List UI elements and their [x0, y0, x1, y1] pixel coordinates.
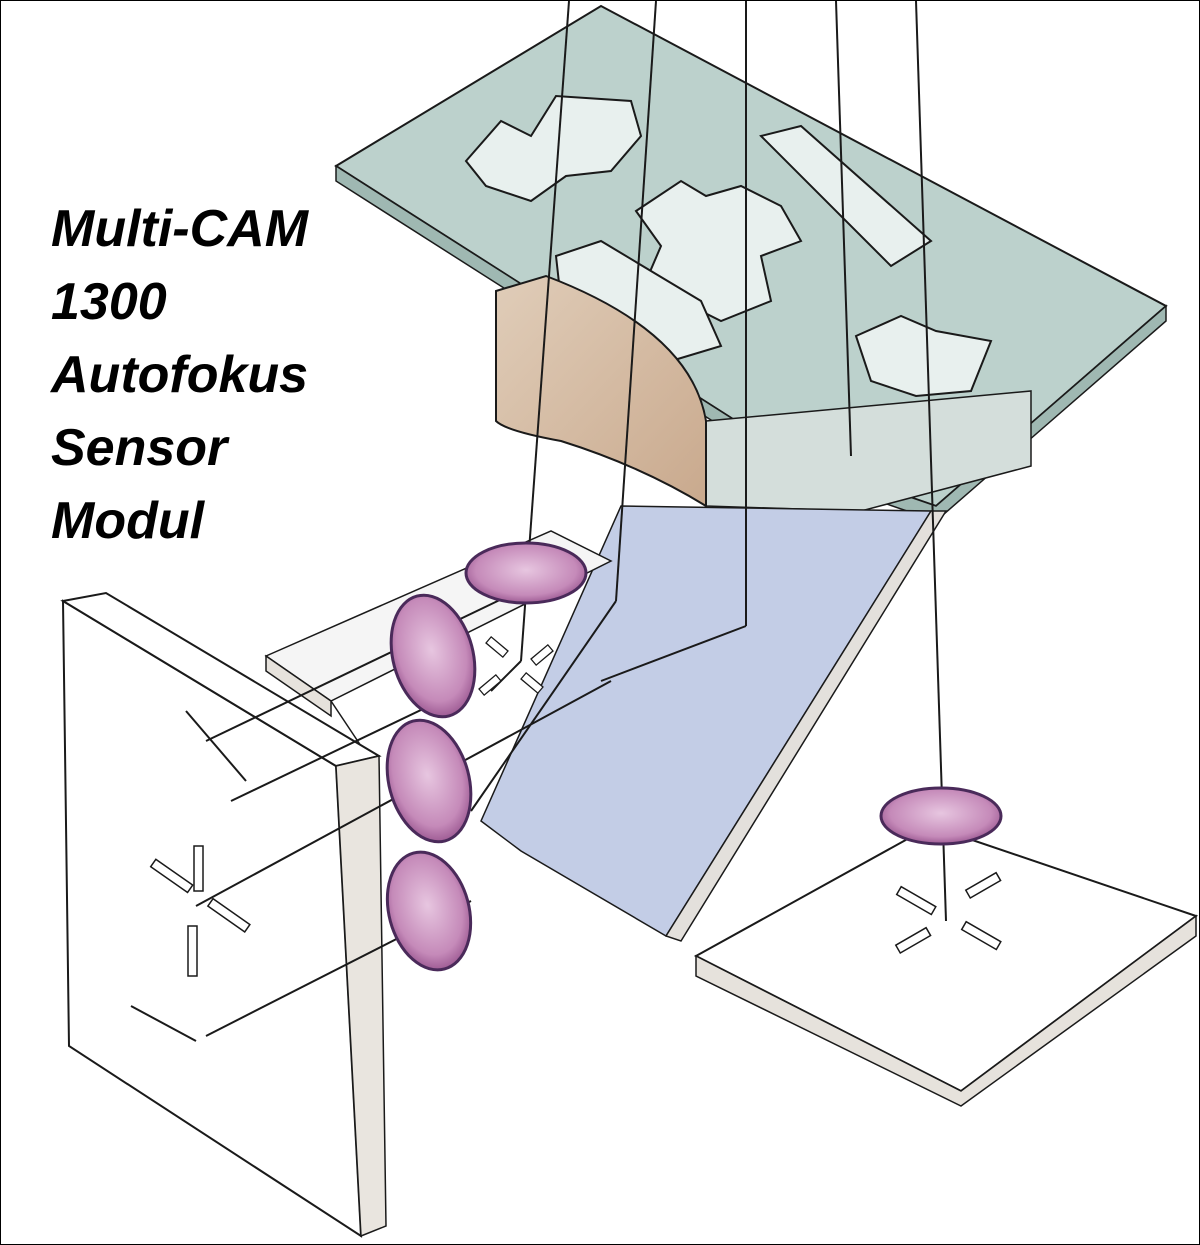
- cross-bar-3: [193, 845, 204, 892]
- lens-middle-left: [385, 718, 473, 844]
- title-line-2: 1300: [51, 273, 167, 331]
- mirror-plane: [480, 505, 948, 942]
- left-sensor-plate: [60, 591, 387, 1238]
- marker-line-lower: [130, 1005, 197, 1042]
- cutout-4: [854, 314, 993, 398]
- marker-line-upper: [185, 710, 247, 782]
- title-line-1: Multi-CAM: [51, 200, 309, 258]
- title-line-3: Autofokus: [51, 346, 309, 404]
- cross-bar-1: [149, 858, 194, 894]
- title-block: Multi-CAM 1300 Autofokus Sensor Modul: [51, 193, 308, 558]
- left-plate-side: [335, 755, 387, 1238]
- lens-right: [879, 786, 1003, 846]
- mirror-face: [480, 505, 933, 938]
- light-rays: [195, 1, 947, 1037]
- shelf-markers: [478, 635, 554, 697]
- title-line-5: Modul: [51, 492, 205, 550]
- cross-bar-2: [206, 897, 251, 933]
- right-cross-3: [964, 871, 1002, 899]
- cross-bar-4: [187, 925, 198, 977]
- lens-top-shelf: [464, 541, 588, 605]
- title-line-4: Sensor: [51, 419, 228, 477]
- lenses: [385, 541, 1003, 972]
- cutout-1: [464, 94, 643, 203]
- shelf-edge: [265, 654, 332, 718]
- right-plate-face: [693, 824, 1199, 1093]
- right-cross-4: [894, 926, 932, 954]
- lens-upper-left: [389, 593, 477, 719]
- lens-lower-left: [385, 850, 473, 972]
- right-cross-2: [960, 920, 1002, 951]
- cutout-3: [759, 124, 933, 268]
- right-sensor-plate: [693, 824, 1199, 1107]
- top-prism-plate: [334, 4, 1168, 522]
- right-cross-1: [895, 885, 937, 916]
- right-plate-edge: [695, 914, 1197, 1107]
- mirror-edge: [664, 510, 948, 942]
